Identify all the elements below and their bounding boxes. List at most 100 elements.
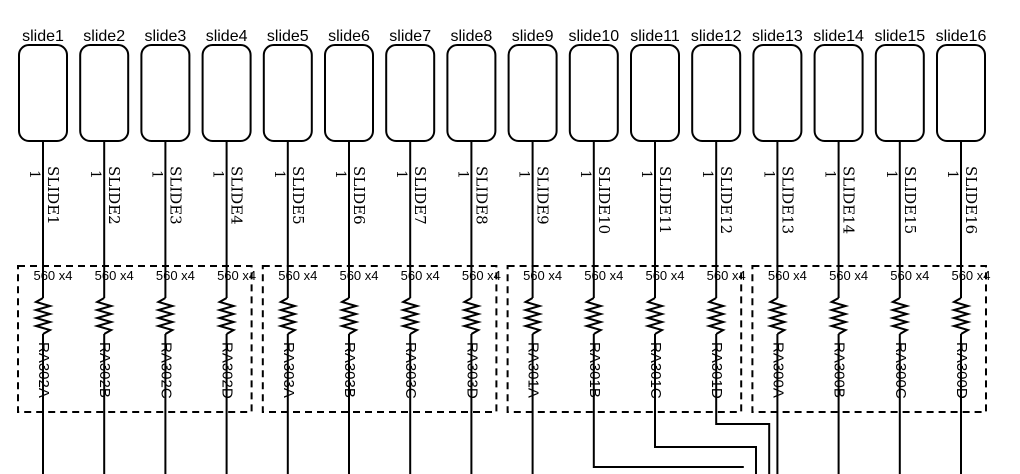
resistor-value: 560 x4 (95, 268, 134, 283)
resistor-value: 560 x4 (523, 268, 562, 283)
resistor-value: 560 x4 (707, 268, 746, 283)
pin-number: 1 (87, 170, 103, 179)
slide-label: slide16 (936, 28, 987, 45)
slide-label: slide14 (813, 28, 864, 45)
resistor-value: 560 x4 (890, 268, 929, 283)
slide-label: slide11 (630, 28, 680, 45)
slide-label: slide1 (22, 28, 64, 45)
slide-label: slide6 (328, 28, 370, 45)
net-label: SLIDE12 (717, 166, 735, 234)
pin-number: 1 (944, 170, 960, 179)
touch-pad (140, 44, 191, 142)
touch-pad (568, 44, 619, 142)
pin-number: 1 (454, 170, 470, 179)
slide-label: slide15 (874, 28, 925, 45)
resistor-symbol (277, 297, 299, 335)
net-label: SLIDE7 (411, 166, 429, 225)
slide-label: slide5 (267, 28, 309, 45)
net-label: SLIDE5 (289, 166, 307, 225)
resistor-symbol (766, 297, 789, 335)
resistor-symbol (827, 297, 850, 335)
ra303-package-box (261, 265, 498, 413)
slide-label: slide2 (83, 28, 125, 45)
net-label: SLIDE4 (228, 166, 246, 225)
resistor-value: 560 x4 (156, 268, 195, 283)
resistor-value: 560 x4 (33, 268, 72, 283)
resistor-symbol (644, 297, 666, 335)
slide-label: slide8 (450, 28, 492, 45)
resistor-symbol (460, 297, 483, 335)
net-label: SLIDE10 (595, 166, 613, 234)
resistor-value: 560 x4 (829, 268, 868, 283)
pin-number: 1 (332, 170, 348, 179)
touch-pad (507, 44, 558, 142)
pin-number: 1 (577, 170, 593, 179)
pin-number: 1 (883, 170, 899, 179)
net-label: SLIDE14 (840, 166, 858, 234)
touch-pad (262, 44, 313, 142)
slide-label: slide7 (389, 28, 431, 45)
net-label: SLIDE3 (166, 166, 184, 225)
resistor-value: 560 x4 (951, 268, 990, 283)
pin-number: 1 (271, 170, 287, 179)
resistor-symbol (583, 297, 605, 335)
net-label: SLIDE11 (656, 166, 674, 234)
resistor-value: 560 x4 (339, 268, 378, 283)
pin-number: 1 (148, 170, 164, 179)
pin-number: 1 (516, 170, 532, 179)
resistor-value: 560 x4 (645, 268, 684, 283)
resistor-value: 560 x4 (278, 268, 317, 283)
net-label: SLIDE16 (962, 166, 980, 234)
resistor-symbol (215, 297, 238, 335)
resistor-symbol (93, 297, 115, 335)
slide-label: slide9 (512, 28, 554, 45)
net-label: SLIDE8 (472, 166, 490, 225)
ra302-package-box (17, 265, 253, 413)
touch-pad (752, 44, 803, 142)
resistor-symbol (154, 297, 177, 335)
resistor-value: 560 x4 (217, 268, 256, 283)
slide-label: slide3 (144, 28, 186, 45)
pin-number: 1 (699, 170, 715, 179)
touch-pad (691, 44, 742, 142)
touch-pad (874, 44, 925, 142)
slide-label: slide12 (691, 28, 742, 45)
net-label: SLIDE2 (105, 166, 123, 225)
pin-number: 1 (393, 170, 409, 179)
slide-label: slide13 (752, 28, 803, 45)
touch-pad (324, 44, 374, 142)
touch-pad (630, 44, 680, 142)
slide-label: slide10 (568, 28, 619, 45)
pin-number: 1 (638, 170, 654, 179)
touch-pad (79, 44, 130, 142)
resistor-symbol (889, 297, 911, 335)
output-trace (592, 334, 744, 468)
pin-number: 1 (26, 170, 42, 179)
resistor-value: 560 x4 (462, 268, 501, 283)
touch-pad (385, 44, 436, 142)
touch-pad (18, 44, 68, 142)
pin-number: 1 (760, 170, 776, 179)
touch-pad (936, 44, 986, 142)
net-label: SLIDE9 (534, 166, 552, 225)
net-label: SLIDE1 (44, 166, 62, 225)
pin-number: 1 (210, 170, 226, 179)
resistor-symbol (32, 297, 54, 335)
resistor-symbol (950, 297, 972, 335)
resistor-symbol (338, 297, 360, 335)
net-label: SLIDE15 (901, 166, 919, 234)
output-trace (715, 334, 771, 474)
